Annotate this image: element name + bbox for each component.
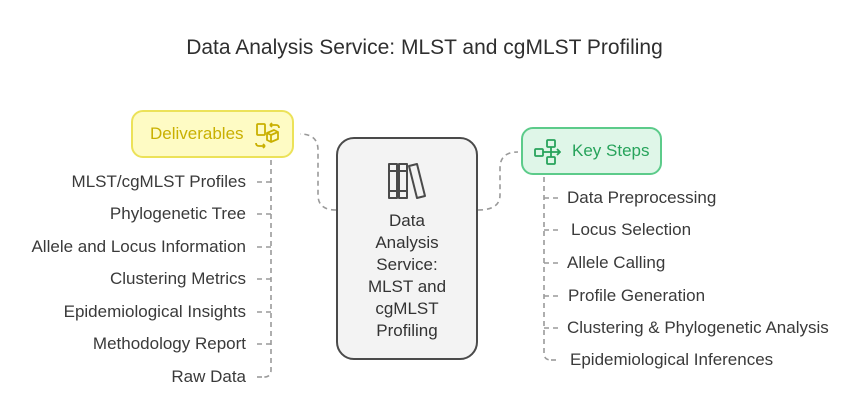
key-step-item: Profile Generation (568, 286, 706, 305)
key-step-item: Clustering & Phylogenetic Analysis (567, 318, 829, 337)
key-step-item: Epidemiological Inferences (570, 350, 774, 369)
key-step-item: Allele Calling (567, 253, 666, 272)
diagram-title: Data Analysis Service: MLST and cgMLST P… (186, 36, 663, 59)
deliverable-item: Clustering Metrics (109, 269, 246, 288)
key-steps-trunk (543, 177, 552, 361)
deliverable-item: Allele and Locus Information (31, 237, 246, 256)
connector-center-steps (477, 151, 519, 211)
flowchart-icon (533, 138, 562, 171)
central-node: Data Analysis Service: MLST and cgMLST P… (336, 137, 478, 360)
transform-arrows-icon (254, 122, 282, 155)
key-step-item: Data Preprocessing (567, 188, 717, 207)
deliverable-item: Methodology Report (92, 334, 246, 353)
key-step-item: Locus Selection (571, 220, 692, 239)
connector-center-deliverables (299, 133, 337, 211)
deliverables-label: Deliverables (150, 124, 244, 143)
deliverable-item: Phylogenetic Tree (109, 204, 246, 223)
central-node-label: Data Analysis Service: MLST and cgMLST P… (367, 211, 447, 340)
key-steps-label: Key Steps (572, 141, 650, 160)
deliverables-header: Deliverables (131, 110, 294, 158)
deliverables-trunk (263, 160, 272, 378)
library-books-icon (386, 161, 432, 206)
deliverable-item: MLST/cgMLST Profiles (71, 172, 246, 191)
key-steps-header: Key Steps (521, 127, 662, 175)
deliverable-item: Epidemiological Insights (63, 302, 246, 321)
deliverable-item: Raw Data (171, 367, 246, 386)
